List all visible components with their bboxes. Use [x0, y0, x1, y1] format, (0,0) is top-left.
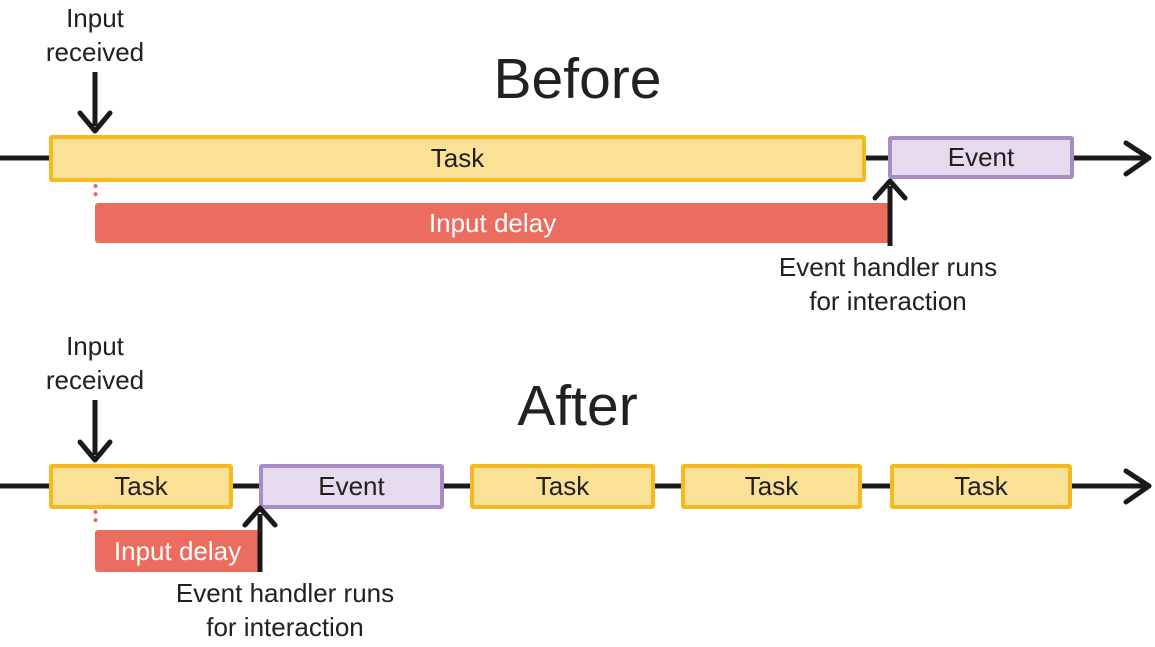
before-input-down-arrowhead-icon: [77, 110, 113, 134]
after-task-label-1: Task: [114, 471, 168, 501]
after-task-label-2: Task: [535, 471, 590, 501]
after-task-label-4: Task: [954, 471, 1008, 501]
after-input-delay-label: Input delay: [113, 535, 242, 566]
after-task-bar-3: Task: [681, 464, 862, 509]
after-task-bar-1: Task: [49, 464, 233, 509]
before-input-delay-label: Input delay: [428, 207, 557, 238]
after-task-bar-2: Task: [470, 464, 655, 509]
after-handler-up-arrowhead-icon: [242, 505, 278, 528]
after-event-label: Event: [318, 471, 385, 501]
after-input-delay-bar: Input delay: [95, 530, 260, 572]
after-input-down-arrowhead-icon: [77, 439, 113, 463]
before-event-handler-note: Event handler runs for interaction: [778, 252, 998, 316]
before-event-bar: Event: [888, 136, 1074, 179]
after-event-handler-note: Event handler runs for interaction: [175, 578, 395, 642]
before-input-delay-bar: Input delay: [95, 203, 890, 243]
after-task-label-3: Task: [744, 471, 799, 501]
timeline-before-arrowhead-icon: [1123, 140, 1152, 177]
before-handler-up-arrowhead-icon: [872, 178, 908, 201]
after-title: After: [517, 374, 638, 438]
before-title: Before: [493, 47, 662, 111]
before-task-bar: Task: [49, 135, 866, 182]
before-event-label: Event: [947, 142, 1015, 172]
after-input-received-label: Input received: [45, 331, 145, 395]
before-task-label: Task: [430, 143, 485, 173]
after-event-bar: Event: [259, 464, 444, 509]
before-input-received-label: Input received: [45, 3, 145, 67]
timeline-after-arrowhead-icon: [1123, 468, 1152, 505]
after-task-bar-4: Task: [890, 464, 1072, 509]
